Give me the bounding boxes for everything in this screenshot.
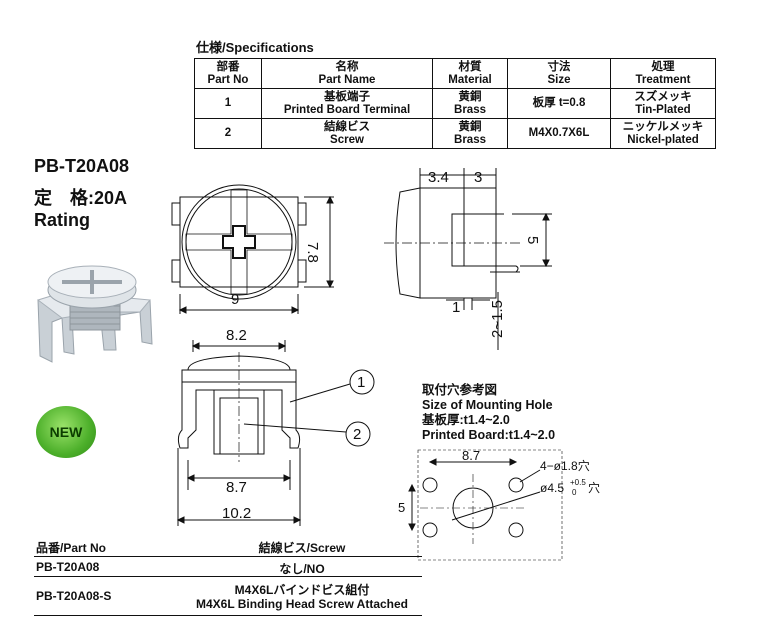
parts-row: PB-T20A08-S M4X6Lバインドビス組付 M4X6L Binding … xyxy=(34,577,422,616)
parts-screw-en: M4X6L Binding Head Screw Attached xyxy=(195,597,409,611)
terminal-photo xyxy=(36,265,153,363)
large-hole-tol-upper: +0.5 xyxy=(570,478,586,487)
mounting-hole-view xyxy=(408,449,563,561)
parts-screw: なし/NO xyxy=(279,562,325,576)
large-hole-label: ø4.5 xyxy=(540,481,564,495)
new-badge xyxy=(36,406,96,458)
parts-header-no: 品番/Part No xyxy=(36,541,107,555)
lower-view xyxy=(176,340,375,526)
parts-table: 品番/Part No 結線ビス/Screw PB-T20A08 なし/NO PB… xyxy=(34,536,422,616)
mounting-board-en: Printed Board:t1.4~2.0 xyxy=(422,428,556,442)
spec-cell-size: M4X0.7X6L xyxy=(507,118,611,149)
spec-cell-size: 板厚 t=0.8 xyxy=(507,88,611,119)
rating-en: Rating xyxy=(34,210,90,230)
front-width-label: 9 xyxy=(231,291,239,308)
mount-width-label: 8.7 xyxy=(462,448,480,463)
mounting-title-en: Size of Mounting Hole xyxy=(422,398,553,412)
spec-cell-no: 2 xyxy=(194,118,262,149)
model-number: PB-T20A08 xyxy=(34,156,130,176)
lower-mid-label: 8.7 xyxy=(226,479,247,496)
side-height-label: 5 xyxy=(524,236,541,244)
parts-header-screw: 結線ビス/Screw xyxy=(258,541,346,555)
rating-jp: 定 格:20A xyxy=(34,188,128,208)
side-view xyxy=(384,168,552,350)
front-view xyxy=(171,184,334,314)
parts-no: PB-T20A08-S xyxy=(36,589,112,603)
side-top-a-label: 3.4 xyxy=(428,169,449,186)
mount-height-label: 5 xyxy=(398,500,405,515)
parts-screw-jp: M4X6Lバインドビス組付 xyxy=(234,583,370,597)
side-top-b-label: 3 xyxy=(474,169,482,186)
parts-row: PB-T20A08 なし/NO xyxy=(34,557,422,577)
mounting-title-jp: 取付穴参考図 xyxy=(422,383,498,397)
side-bottom-a-label: 1 xyxy=(452,299,460,316)
spec-title: 仕様/Specifications xyxy=(196,40,314,55)
lower-top-label: 8.2 xyxy=(226,327,247,344)
new-badge-label: NEW xyxy=(49,424,83,440)
spec-cell-no: 1 xyxy=(194,88,262,119)
parts-header-row: 品番/Part No 結線ビス/Screw xyxy=(34,536,422,557)
large-hole-tol-lower: 0 xyxy=(572,488,577,497)
parts-no: PB-T20A08 xyxy=(36,560,100,574)
front-height-label: 7.8 xyxy=(304,242,321,263)
callout-1-label: 1 xyxy=(357,374,365,391)
small-hole-label: 4−ø1.8穴 xyxy=(540,458,590,473)
side-bottom-b-label: 2~1.5 xyxy=(489,300,506,338)
lower-bottom-label: 10.2 xyxy=(222,505,251,522)
large-hole-suffix: 穴 xyxy=(588,480,600,495)
mounting-title: 取付穴参考図 Size of Mounting Hole 基板厚:t1.4~2.… xyxy=(422,383,555,443)
callout-2-label: 2 xyxy=(353,426,361,443)
mounting-board-jp: 基板厚:t1.4~2.0 xyxy=(422,413,510,427)
